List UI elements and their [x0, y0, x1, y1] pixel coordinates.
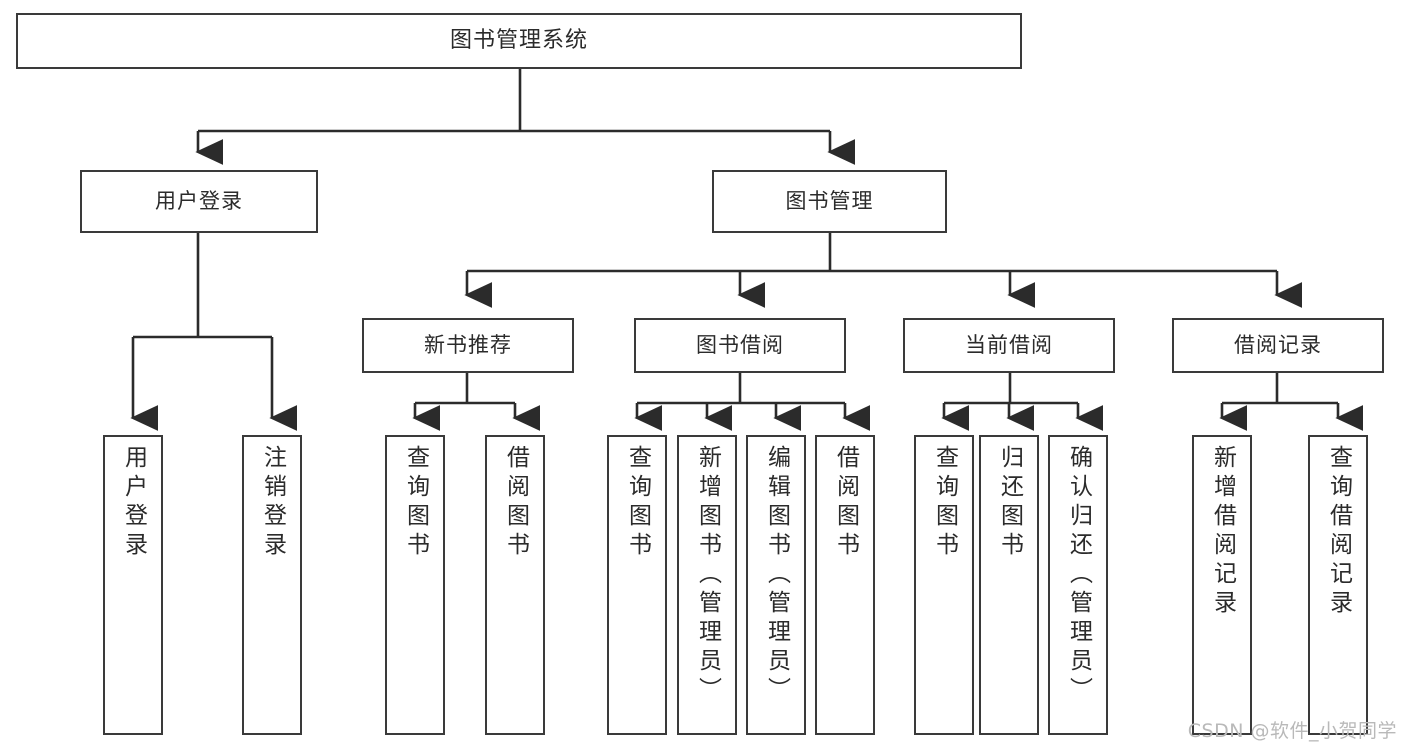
leaf-current-borrow-query[interactable]: 查询图书	[914, 435, 974, 735]
node-borrow-record[interactable]: 借阅记录	[1172, 318, 1384, 373]
node-label: 借阅记录	[1234, 332, 1322, 357]
node-label: 新增借阅记录	[1209, 445, 1236, 619]
node-label: 借阅图书	[502, 445, 529, 561]
node-book-management[interactable]: 图书管理	[712, 170, 947, 233]
leaf-user-login-login[interactable]: 用户登录	[103, 435, 163, 735]
leaf-book-borrow-borrow[interactable]: 借阅图书	[815, 435, 875, 735]
leaf-new-book-borrow[interactable]: 借阅图书	[485, 435, 545, 735]
leaf-borrow-record-query[interactable]: 查询借阅记录	[1308, 435, 1368, 735]
node-label: 用户登录	[155, 188, 243, 213]
node-user-login[interactable]: 用户登录	[80, 170, 318, 233]
node-label: 编辑图书（管理员）	[763, 445, 790, 706]
node-root-system[interactable]: 图书管理系统	[16, 13, 1022, 69]
node-label: 查询图书	[624, 445, 651, 561]
node-current-borrow[interactable]: 当前借阅	[903, 318, 1115, 373]
node-new-book-recommend[interactable]: 新书推荐	[362, 318, 574, 373]
leaf-user-login-logout[interactable]: 注销登录	[242, 435, 302, 735]
leaf-book-borrow-add[interactable]: 新增图书（管理员）	[677, 435, 737, 735]
node-label: 图书管理	[785, 188, 874, 213]
node-label: 图书管理系统	[449, 27, 588, 53]
node-label: 查询图书	[931, 445, 958, 561]
node-label: 注销登录	[259, 445, 286, 561]
node-book-borrow[interactable]: 图书借阅	[634, 318, 846, 373]
node-label: 新书推荐	[424, 332, 512, 357]
leaf-borrow-record-add[interactable]: 新增借阅记录	[1192, 435, 1252, 735]
node-label: 图书借阅	[696, 332, 784, 357]
node-label: 查询借阅记录	[1325, 445, 1352, 619]
leaf-book-borrow-edit[interactable]: 编辑图书（管理员）	[746, 435, 806, 735]
node-label: 新增图书（管理员）	[694, 445, 721, 706]
node-label: 当前借阅	[965, 332, 1053, 357]
watermark: CSDN @软件_小贺同学	[1187, 720, 1397, 742]
leaf-book-borrow-query[interactable]: 查询图书	[607, 435, 667, 735]
node-label: 借阅图书	[832, 445, 859, 561]
node-label: 用户登录	[120, 445, 147, 561]
leaf-current-borrow-return[interactable]: 归还图书	[979, 435, 1039, 735]
node-label: 确认归还（管理员）	[1065, 445, 1092, 706]
leaf-new-book-query[interactable]: 查询图书	[385, 435, 445, 735]
leaf-current-borrow-confirm-return[interactable]: 确认归还（管理员）	[1048, 435, 1108, 735]
node-label: 查询图书	[402, 445, 429, 561]
node-label: 归还图书	[996, 445, 1023, 561]
